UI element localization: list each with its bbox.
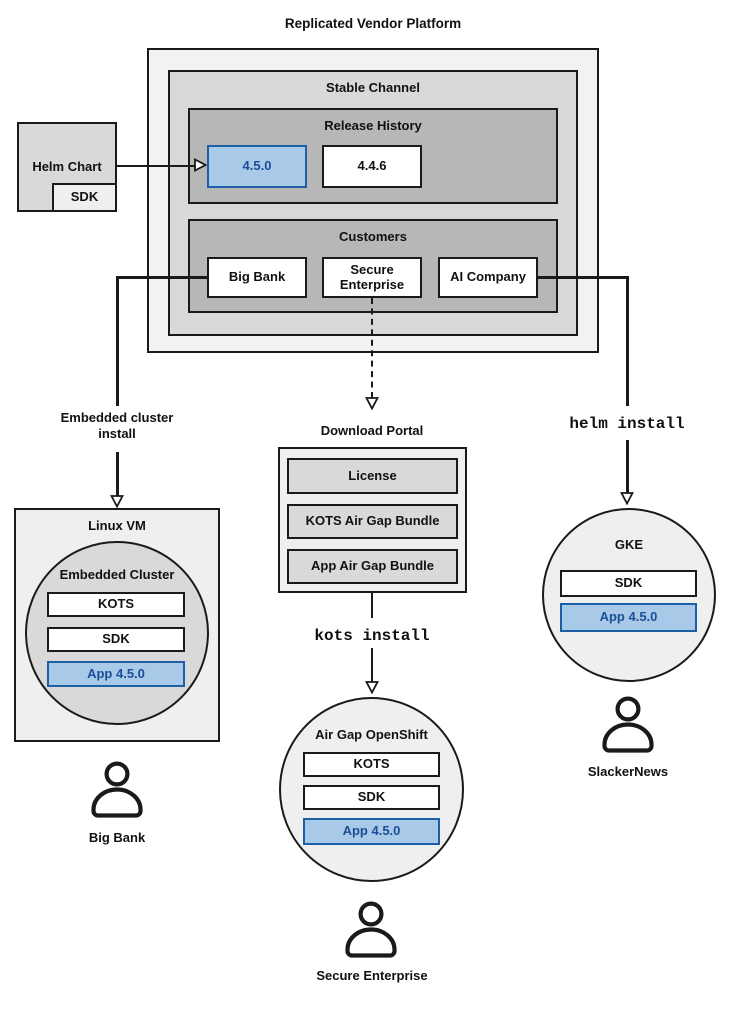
diagram-title: Replicated Vendor Platform bbox=[284, 16, 462, 31]
big-bank-connector-h bbox=[116, 276, 207, 279]
gke-sdk-box: SDK bbox=[560, 570, 697, 597]
customer-big-bank-box: Big Bank bbox=[207, 257, 307, 298]
release-450-box: 4.5.0 bbox=[207, 145, 307, 188]
airgap-kots-box: KOTS bbox=[303, 752, 440, 777]
arrowhead-down-icon bbox=[620, 492, 634, 506]
arrowhead-down-icon bbox=[365, 397, 379, 411]
big-bank-connector-v bbox=[116, 276, 119, 406]
helm-chart-sdk-box: SDK bbox=[52, 183, 117, 212]
license-box: License bbox=[287, 458, 458, 494]
kots-install-arrow-line bbox=[370, 648, 373, 682]
person-icon bbox=[345, 901, 397, 961]
linux-vm-label: Linux VM bbox=[88, 518, 146, 533]
helm-chart-label: Helm Chart bbox=[32, 159, 102, 174]
download-portal-label: Download Portal bbox=[320, 423, 424, 438]
slackernews-user-label: SlackerNews bbox=[587, 764, 669, 779]
airgap-app-box: App 4.5.0 bbox=[303, 818, 440, 845]
embedded-install-label: Embedded cluster install bbox=[60, 410, 174, 441]
arrowhead-right-icon bbox=[194, 158, 208, 172]
customer-ai-company-box: AI Company bbox=[438, 257, 538, 298]
gke-app-box: App 4.5.0 bbox=[560, 603, 697, 632]
airgap-openshift-label: Air Gap OpenShift bbox=[315, 727, 428, 742]
helm-install-command: helm install bbox=[569, 415, 685, 433]
release-history-label: Release History bbox=[324, 118, 422, 133]
gke-label: GKE bbox=[614, 537, 644, 552]
helm-install-arrow-line bbox=[626, 440, 629, 493]
embedded-app-box: App 4.5.0 bbox=[47, 661, 185, 687]
app-airgap-bundle-box: App Air Gap Bundle bbox=[287, 549, 458, 584]
person-icon bbox=[602, 696, 654, 756]
airgap-sdk-box: SDK bbox=[303, 785, 440, 810]
ai-company-connector-v bbox=[626, 276, 629, 406]
customer-secure-enterprise-box: Secure Enterprise bbox=[322, 257, 422, 298]
arrowhead-down-icon bbox=[110, 495, 124, 509]
customers-label: Customers bbox=[339, 229, 407, 244]
secure-enterprise-dashed-line bbox=[370, 298, 373, 398]
big-bank-user-label: Big Bank bbox=[88, 830, 146, 845]
embedded-cluster-label: Embedded Cluster bbox=[59, 567, 175, 582]
secure-enterprise-user-label: Secure Enterprise bbox=[316, 968, 428, 983]
embedded-sdk-box: SDK bbox=[47, 627, 185, 652]
kots-install-command: kots install bbox=[314, 627, 430, 645]
embedded-kots-box: KOTS bbox=[47, 592, 185, 617]
person-icon bbox=[91, 761, 143, 821]
ai-company-connector-h bbox=[537, 276, 628, 279]
embedded-install-arrow-line bbox=[116, 452, 119, 496]
kots-airgap-bundle-box: KOTS Air Gap Bundle bbox=[287, 504, 458, 539]
stable-channel-label: Stable Channel bbox=[326, 80, 420, 95]
helm-chart-to-release-line bbox=[117, 164, 196, 167]
portal-to-command-line bbox=[370, 592, 373, 618]
release-446-box: 4.4.6 bbox=[322, 145, 422, 188]
arrowhead-down-icon bbox=[365, 681, 379, 695]
